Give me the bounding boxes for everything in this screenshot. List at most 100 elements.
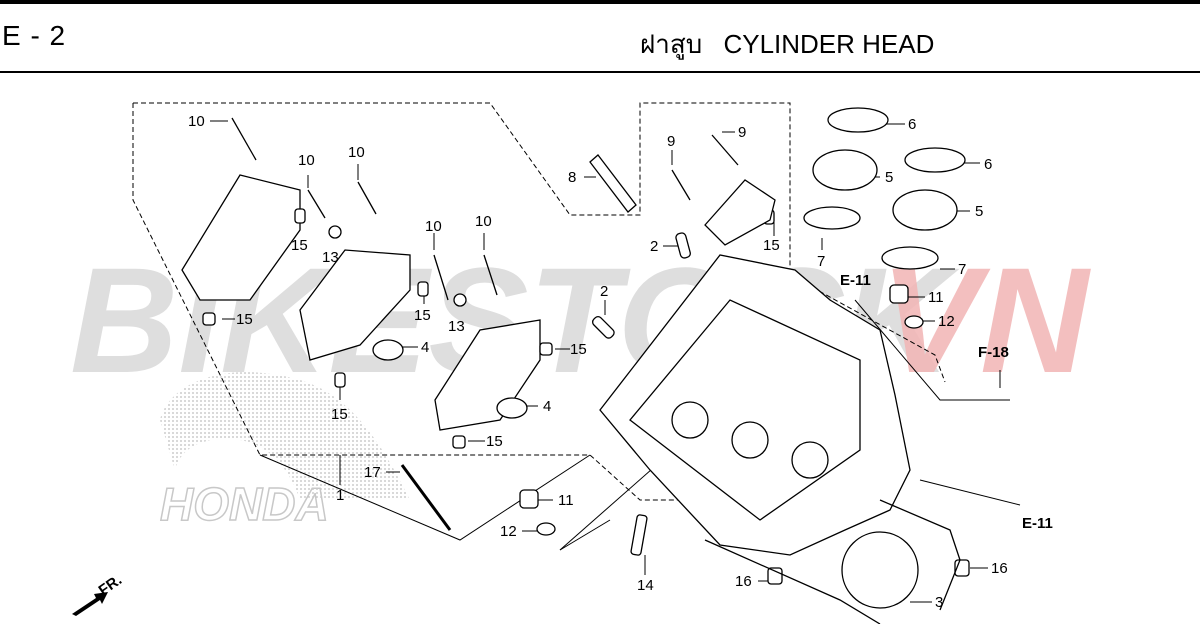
ref-f18: F-18 <box>978 344 1009 361</box>
reference-labels: E-11 E-11 F-18 <box>840 272 1053 532</box>
honda-wing-logo <box>160 372 410 500</box>
callout-1: 1 <box>336 487 344 504</box>
top-border <box>0 0 1200 4</box>
callout-5: 5 <box>885 169 893 186</box>
callout-8: 8 <box>568 169 576 186</box>
callout-16: 16 <box>735 573 752 590</box>
callout-15: 15 <box>414 307 431 324</box>
bolt-10-c <box>357 181 377 215</box>
camshaft-holder-right <box>434 319 541 431</box>
callout-10: 10 <box>475 213 492 230</box>
ref-arrow-e11-bottom <box>919 479 1021 506</box>
spark-plug <box>589 154 637 213</box>
cam-holder-9 <box>704 179 776 246</box>
callout-15: 15 <box>331 406 348 423</box>
bolt-17 <box>400 464 452 531</box>
camshaft-holder-center <box>299 249 411 361</box>
parts <box>181 107 970 624</box>
cylinder-head-port-3 <box>791 441 829 479</box>
callout-9: 9 <box>738 124 746 141</box>
page-id: E - 2 <box>2 20 67 51</box>
cylinder-head-port-1 <box>671 401 709 439</box>
honda-logo-text: HONDA <box>160 478 329 530</box>
bolt-10-b <box>307 189 326 219</box>
lower-group-outline <box>132 103 701 520</box>
dowel-pin-2-b <box>591 315 615 339</box>
callout-11: 11 <box>928 289 944 306</box>
group-outlines <box>132 102 946 541</box>
callout-11: 11 <box>558 492 574 509</box>
ref-arrow-e11-top <box>854 299 1010 401</box>
bolt-10-e <box>483 254 498 296</box>
callout-4: 4 <box>543 398 551 415</box>
callout-3: 3 <box>935 594 943 611</box>
washer-13-b <box>453 293 467 307</box>
front-direction-arrow: FR. <box>72 571 125 616</box>
callout-13: 13 <box>448 318 465 335</box>
callout-15: 15 <box>763 237 780 254</box>
insulator-5-b <box>892 189 958 231</box>
dowel-15-b <box>202 312 216 326</box>
camshaft-holder-left <box>181 174 301 301</box>
callout-12: 12 <box>500 523 517 540</box>
callout-15: 15 <box>570 341 587 358</box>
callout-6: 6 <box>984 156 992 173</box>
callout-labels: 10 10 10 10 10 15 15 15 15 15 15 15 13 1… <box>188 113 1008 611</box>
callout-10: 10 <box>188 113 205 130</box>
gasket-3 <box>704 499 961 624</box>
nut-11-b <box>519 489 539 509</box>
cylinder-head-port-2 <box>731 421 769 459</box>
title-english: CYLINDER HEAD <box>723 29 935 59</box>
callout-15: 15 <box>486 433 503 450</box>
clamp-6-b <box>904 147 966 173</box>
reference-arrows <box>854 299 1021 506</box>
gasket-3-bore <box>841 531 919 609</box>
washer-12-a <box>904 315 924 329</box>
callout-16: 16 <box>991 560 1008 577</box>
bolt-9-a <box>711 134 739 166</box>
header-divider <box>0 71 1200 73</box>
callout-13: 13 <box>322 249 339 266</box>
callout-10: 10 <box>298 152 315 169</box>
callout-4: 4 <box>421 339 429 356</box>
dowel-15-d <box>334 372 346 388</box>
upper-group-outline <box>133 102 946 383</box>
seal-ring-right <box>496 397 528 419</box>
front-arrow-icon <box>72 592 108 616</box>
nut-11-a <box>889 284 909 304</box>
stud-14 <box>630 514 648 556</box>
clamp-6-a <box>827 107 889 133</box>
dowel-15-f <box>452 435 466 449</box>
callout-15: 15 <box>291 237 308 254</box>
dowel-pin-2-a <box>675 232 691 259</box>
title-thai: ฝาสูบ <box>640 29 703 59</box>
washer-12-b <box>536 522 556 536</box>
bolt-9-b <box>671 169 691 201</box>
ref-e11-top: E-11 <box>840 272 871 289</box>
callout-5: 5 <box>975 203 983 220</box>
cylinder-head-inner <box>629 299 861 521</box>
callout-17: 17 <box>364 464 381 481</box>
ref-e11-bottom: E-11 <box>1022 515 1053 532</box>
callout-12: 12 <box>938 313 955 330</box>
bracket-line-1 <box>259 454 591 541</box>
seal-ring-left <box>372 339 404 361</box>
callout-7: 7 <box>958 261 966 278</box>
clamp-7-b <box>881 246 939 270</box>
callout-10: 10 <box>348 144 365 161</box>
dowel-15-a <box>294 208 306 224</box>
callout-6: 6 <box>908 116 916 133</box>
callout-10: 10 <box>425 218 442 235</box>
dowel-15-e <box>539 342 553 356</box>
dowel-15-c <box>417 281 429 297</box>
callout-15: 15 <box>236 311 253 328</box>
washer-13-a <box>328 225 342 239</box>
page-title: ฝาสูบ CYLINDER HEAD <box>640 24 948 65</box>
bolt-10-a <box>231 117 257 161</box>
bolt-10-d <box>433 254 449 301</box>
insulator-5-a <box>812 149 878 191</box>
callout-14: 14 <box>637 577 654 594</box>
cylinder-head <box>599 254 911 556</box>
callout-2: 2 <box>600 283 608 300</box>
